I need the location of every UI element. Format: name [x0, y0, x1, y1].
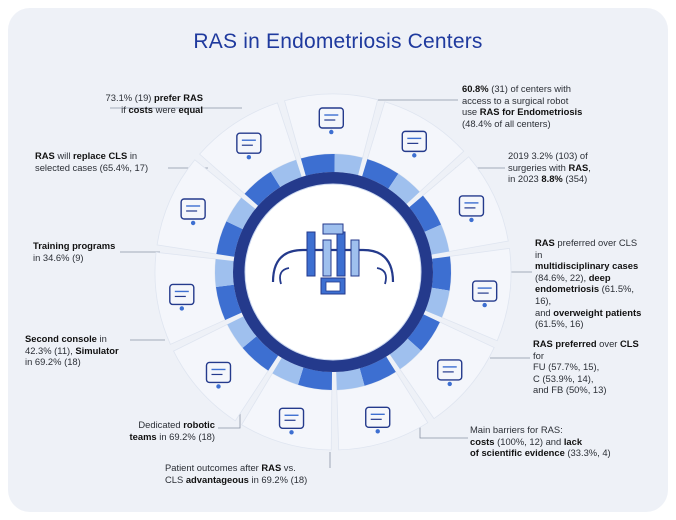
segment-band-light	[215, 258, 234, 287]
segment-band-light	[227, 316, 257, 348]
icon-dot	[482, 302, 487, 308]
robot-arc	[271, 248, 395, 283]
segment-band-dark	[298, 367, 333, 390]
robot-arm	[350, 239, 360, 277]
page-title: RAS in Endometriosis Centers	[193, 30, 483, 53]
segment-band-light	[226, 197, 256, 230]
segment-band-dark	[431, 256, 451, 291]
overweight-patient-icon	[471, 280, 498, 308]
icon-dot	[329, 129, 334, 135]
icon-dot	[190, 220, 196, 226]
robot-arm-tips	[279, 267, 387, 285]
icon-frame	[180, 198, 206, 220]
calculator-coin-icon	[365, 406, 391, 434]
checklist-icon	[437, 359, 463, 387]
icon-frame	[401, 130, 427, 153]
icon-dot	[412, 153, 417, 158]
icon-frame	[318, 107, 345, 129]
robot-arm	[322, 239, 332, 277]
icon-frame	[365, 406, 391, 429]
icon-frame	[205, 361, 232, 384]
icon-frame	[471, 280, 498, 302]
chart-growth-robot-arm-icon	[458, 195, 485, 223]
segment-band-light	[388, 173, 420, 205]
icon-dot	[447, 381, 452, 387]
segment-band-light	[425, 287, 450, 318]
segment-band-dark	[216, 221, 243, 257]
icon-dot	[246, 155, 252, 160]
robot-arm-gear-icon	[205, 361, 232, 389]
segment-band-dark	[359, 356, 396, 386]
uterus-icon	[401, 130, 427, 158]
robot-arm	[336, 231, 346, 277]
team-network-icon	[169, 283, 195, 311]
icon-frame	[278, 407, 305, 429]
segment-band-light	[334, 154, 363, 176]
segment-band-light	[424, 224, 450, 255]
segment-band-dark	[215, 284, 242, 320]
segment-label: Patient outcomes after RAS vs.CLS advant…	[165, 462, 308, 485]
segment-band-light	[272, 357, 304, 385]
surgical-robot-icon	[271, 223, 395, 295]
robot-arm	[306, 231, 316, 277]
thumbs-up-icon	[278, 407, 305, 435]
icon-dot	[179, 306, 185, 311]
connector-line	[419, 418, 468, 439]
robot-screen	[325, 281, 341, 292]
hub-edge	[244, 183, 422, 361]
segment-band-dark	[300, 154, 335, 176]
icon-frame	[236, 132, 262, 154]
presentation-training-icon	[180, 198, 206, 226]
segment-band-light	[389, 338, 421, 370]
icon-dot	[289, 430, 294, 435]
hub-inner	[245, 184, 421, 360]
segment-band-dark	[362, 159, 399, 189]
icon-dot	[469, 217, 474, 223]
wheel-segment	[441, 247, 512, 342]
icon-dot	[216, 384, 221, 389]
icon-frame	[437, 359, 463, 381]
segment-band-dark	[242, 336, 279, 371]
icon-dot	[375, 429, 380, 434]
icon-frame	[169, 283, 195, 306]
segment-band-dark	[409, 195, 442, 232]
segment-label: Main barriers for RAS:costs (100%, 12) a…	[470, 424, 611, 459]
money-bag-calculator-icon	[318, 107, 345, 135]
segment-band-dark	[244, 171, 281, 206]
robot-head	[322, 223, 344, 235]
surgical-console-icon	[236, 132, 262, 160]
segment-band-light	[336, 368, 365, 390]
wheel-segment	[284, 93, 379, 159]
segment-band-dark	[407, 314, 440, 351]
segment-band-light	[270, 159, 302, 188]
icon-frame	[458, 195, 485, 217]
